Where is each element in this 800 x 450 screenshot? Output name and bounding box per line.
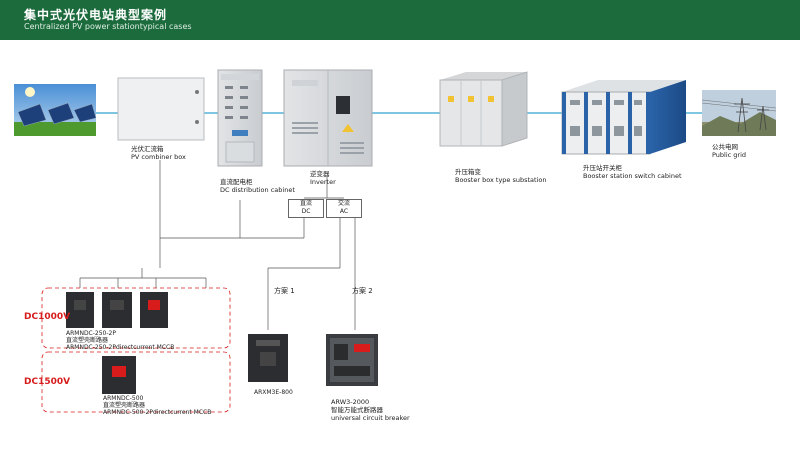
dc-tag-cn: 直流 xyxy=(299,200,312,207)
arw3-2000-en: universal circuit breaker xyxy=(331,414,410,422)
ac-tag-cn: 交流 xyxy=(337,200,350,207)
armndc-250-en: ARMNDC-250-2Pdirectcurrent MCCB xyxy=(66,344,175,351)
dc1000v-label: DC1000V xyxy=(24,312,71,322)
solar-panel-image xyxy=(14,84,97,136)
public-grid-image xyxy=(701,90,777,136)
combiner-label: 光伏汇流箱 PV combiner box xyxy=(131,145,186,161)
armndc-250-model: ARMNDC-250-2P xyxy=(66,330,116,337)
arw3-2000-model: ARW3-2000 xyxy=(331,398,370,406)
inverter-label-en: Inverter xyxy=(310,178,336,186)
page-title: 集中式光伏电站典型案例 xyxy=(24,8,168,22)
booster-box-substation-image xyxy=(439,71,528,147)
dc-cabinet-label: 直流配电柜 DC distribution cabinet xyxy=(220,178,295,194)
public-grid-label-cn: 公共电网 xyxy=(712,143,738,151)
inverter-label: 逆变器 Inverter xyxy=(310,170,336,186)
combiner-label-en: PV combiner box xyxy=(131,153,186,161)
armndc-500-label: ARMNDC-500 直流塑壳断路器 ARMNDC-500-2Pdirectcu… xyxy=(103,395,211,416)
dc-tag-box: 直流 DC xyxy=(288,199,324,218)
arxm3e-800-breaker-image xyxy=(248,334,288,382)
public-grid-label: 公共电网 Public grid xyxy=(712,143,746,159)
ac-tag-en: AC xyxy=(339,208,349,215)
arxm3e-800-model: ARXM3E-800 xyxy=(254,389,293,396)
connection-wires xyxy=(79,160,356,330)
armndc-500-breaker-image xyxy=(102,356,136,394)
combiner-label-cn: 光伏汇流箱 xyxy=(131,145,164,153)
armndc-500-model: ARMNDC-500 xyxy=(103,395,144,402)
booster-switch-label-cn: 升压站开关柜 xyxy=(583,164,622,172)
dc-tag-en: DC xyxy=(301,208,311,215)
arw3-2000-label: ARW3-2000 智能万能式断路器 universal circuit bre… xyxy=(331,398,410,422)
booster-box-label: 升压箱变 Booster box type substation xyxy=(455,168,547,184)
armndc-250-label: ARMNDC-250-2P 直流塑壳断路器 ARMNDC-250-2Pdirec… xyxy=(66,330,174,351)
dc-cabinet-label-en: DC distribution cabinet xyxy=(220,186,295,194)
arw3-2000-breaker-image xyxy=(326,334,378,386)
dc1500v-label: DC1500V xyxy=(24,377,71,387)
header-banner: 集中式光伏电站典型案例 Centralized PV power station… xyxy=(0,0,800,40)
armndc-500-cn: 直流塑壳断路器 xyxy=(103,402,146,409)
scheme-1-label: 方案 1 xyxy=(274,287,295,295)
page-subtitle: Centralized PV power stationtypical case… xyxy=(24,22,192,31)
dc-distribution-cabinet-image xyxy=(217,69,263,167)
booster-box-label-en: Booster box type substation xyxy=(455,176,547,184)
inverter-label-cn: 逆变器 xyxy=(310,170,330,178)
dc1000-group-frame xyxy=(41,287,231,349)
booster-switch-label-en: Booster station switch cabinet xyxy=(583,172,682,180)
armndc-250-cn: 直流塑壳断路器 xyxy=(66,337,109,344)
armndc-500-en: ARMNDC-500-2Pdirectcurrent MCCB xyxy=(103,409,212,416)
public-grid-label-en: Public grid xyxy=(712,151,747,159)
arw3-2000-cn: 智能万能式断路器 xyxy=(331,406,383,414)
armndc-250-breaker-image xyxy=(66,292,168,328)
booster-switch-label: 升压站开关柜 Booster station switch cabinet xyxy=(583,164,682,180)
arxm3e-800-label: ARXM3E-800 xyxy=(254,389,293,397)
booster-box-label-cn: 升压箱变 xyxy=(455,168,481,176)
booster-switch-cabinet-image xyxy=(561,80,686,155)
pv-combiner-box-image xyxy=(117,77,205,141)
inverter-image xyxy=(283,69,373,167)
dc-cabinet-label-cn: 直流配电柜 xyxy=(220,178,253,186)
scheme-2-label: 方案 2 xyxy=(352,287,373,295)
dc1500-group-frame xyxy=(41,351,231,413)
ac-tag-box: 交流 AC xyxy=(326,199,362,218)
